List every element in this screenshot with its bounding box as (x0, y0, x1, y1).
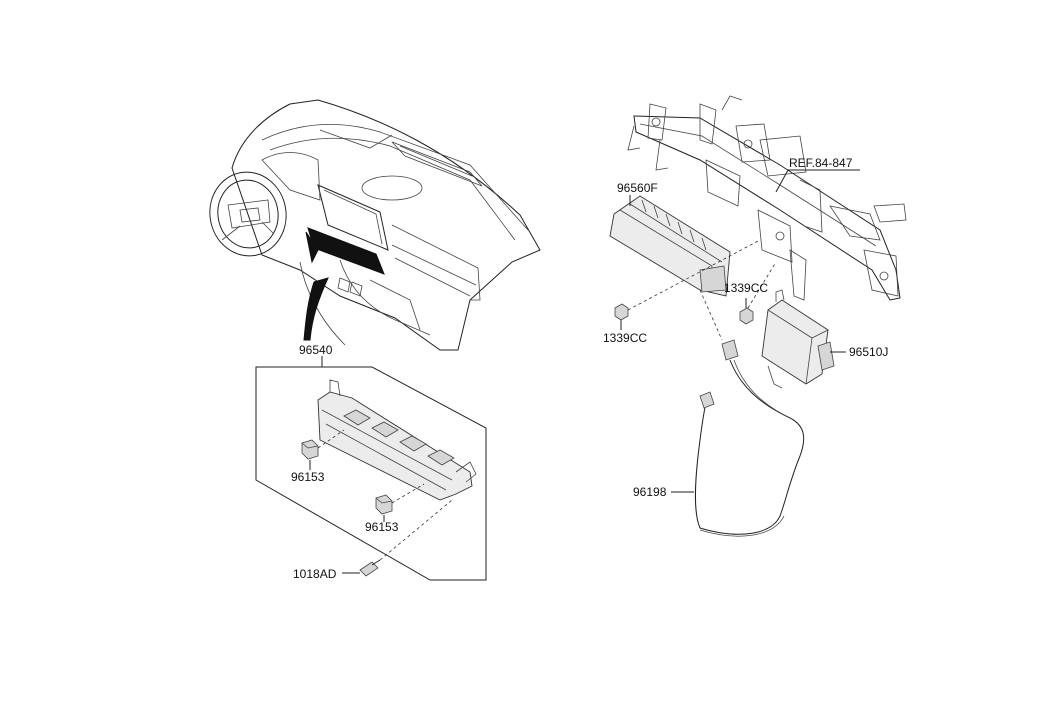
label-96153-a: 96153 (291, 470, 325, 484)
label-96540: 96540 (299, 343, 333, 357)
dashboard-overview (209, 99, 541, 351)
cross-beam-frame (627, 95, 907, 301)
label-96153-b: 96153 (365, 520, 399, 534)
pointer-arrow (303, 277, 329, 341)
module-96510J-part (761, 289, 835, 389)
label-ref-frame: REF.84-847 (789, 156, 853, 170)
assembly-96540-group: 96540 96153 96153 (255, 343, 487, 581)
screw-1018AD-icon (359, 559, 381, 577)
knob-96153-b-icon (375, 494, 393, 515)
cable-96198-part (694, 289, 805, 537)
label-96198: 96198 (633, 485, 667, 499)
label-1339CC-left: 1339CC (603, 331, 647, 345)
knob-96153-a-icon (301, 439, 319, 460)
unit-96560F-part (609, 195, 731, 297)
label-96510J: 96510J (849, 345, 888, 359)
label-1339CC-right: 1339CC (724, 281, 768, 295)
nut-1339CC-right-icon (739, 307, 754, 325)
steering-wheel-icon (209, 171, 287, 257)
label-96560F: 96560F (617, 181, 658, 195)
label-1018AD: 1018AD (293, 567, 337, 581)
control-panel-part (317, 379, 477, 501)
highlighted-panel (307, 227, 385, 275)
nut-1339CC-left-icon (614, 303, 629, 321)
